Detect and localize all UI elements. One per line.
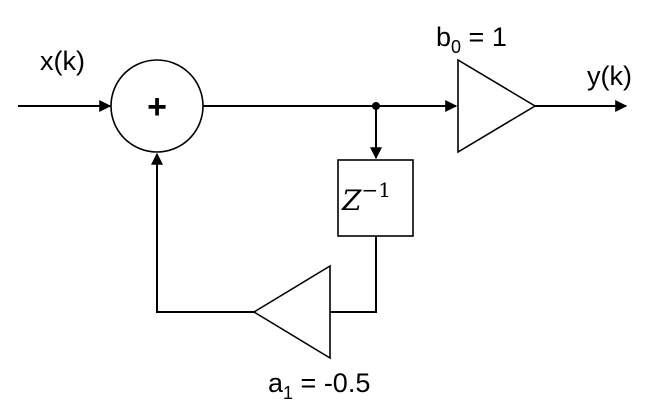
summing-junction: + (110, 59, 204, 153)
forward-gain-amplifier (457, 58, 537, 154)
delay-label: Z−1 (341, 178, 391, 217)
summer-plus-sign: + (147, 88, 167, 126)
delay-output-line (330, 236, 377, 313)
input-label: x(k) (40, 46, 85, 76)
delay-block: Z−1 (337, 159, 414, 237)
forward-gain-label: b0 = 1 (436, 22, 507, 57)
feedback-gain-label: a1 = -0.5 (268, 368, 370, 403)
feedback-gain-amplifier (252, 264, 331, 360)
output-label: y(k) (587, 61, 632, 91)
feedback-return-arrow (151, 152, 254, 313)
